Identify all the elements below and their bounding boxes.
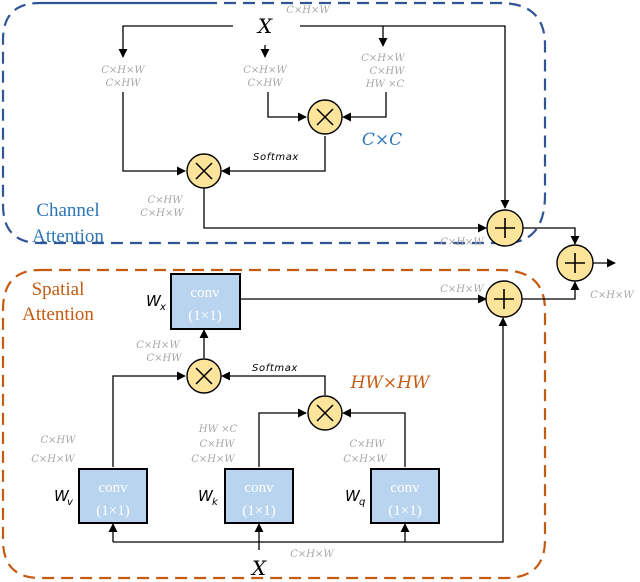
spatial-mult-node bbox=[186, 358, 222, 394]
channel-softmax-label: Softmax bbox=[253, 152, 299, 163]
wv-label: W bbox=[54, 487, 70, 505]
dim-label: C×HW bbox=[369, 66, 405, 77]
dim-label: C×HW bbox=[40, 435, 76, 446]
fusion-sum-node bbox=[556, 244, 594, 282]
wk-label: W bbox=[198, 487, 214, 505]
svg-text:conv: conv bbox=[244, 480, 274, 496]
channel-mult-node bbox=[186, 153, 222, 189]
dim-label: C×HW bbox=[247, 78, 283, 89]
channel-input-dim: C×H×W bbox=[286, 5, 330, 16]
spatial-attention-border bbox=[1, 268, 547, 580]
spatial-sum-node bbox=[485, 280, 523, 318]
conv-wv-block: conv (1×1) bbox=[78, 468, 148, 524]
channel-attention-border bbox=[1, 1, 547, 245]
dim-label: C×HW bbox=[147, 195, 183, 206]
spatial-softmax-label: Softmax bbox=[252, 363, 298, 374]
conv-wq-block: conv (1×1) bbox=[370, 468, 440, 524]
dim-label: C×H×W bbox=[440, 284, 484, 295]
spatial-matmul-node bbox=[307, 395, 343, 431]
spatial-attention-dim: HW×HW bbox=[350, 373, 431, 393]
channel-input-x: X bbox=[256, 14, 273, 38]
svg-text:(1×1): (1×1) bbox=[188, 308, 221, 324]
svg-text:conv: conv bbox=[98, 480, 128, 496]
channel-attention-label: Channel bbox=[36, 200, 99, 221]
dim-label: C×H×W bbox=[31, 454, 75, 465]
conv-wx-block: conv (1×1) bbox=[170, 273, 241, 330]
wv-subscript: v bbox=[67, 497, 74, 508]
dim-label: C×H×W bbox=[243, 65, 287, 76]
svg-text:(1×1): (1×1) bbox=[96, 503, 129, 519]
channel-attention-dim: C×C bbox=[362, 130, 402, 150]
channel-sum-node bbox=[486, 209, 524, 247]
spatial-input-dim: C×H×W bbox=[290, 549, 334, 560]
channel-matmul-node bbox=[307, 99, 343, 135]
svg-text:(1×1): (1×1) bbox=[388, 503, 421, 519]
wx-subscript: x bbox=[159, 302, 166, 313]
dim-label: C×HW bbox=[349, 439, 385, 450]
dim-label: C×H×W bbox=[343, 454, 387, 465]
spatial-attention-label-2: Attention bbox=[22, 304, 94, 325]
dim-label: C×HW bbox=[199, 439, 235, 450]
dim-label: C×H×W bbox=[101, 65, 145, 76]
dim-label: C×H×W bbox=[361, 53, 405, 64]
svg-text:conv: conv bbox=[190, 285, 220, 301]
spatial-input-x: X bbox=[250, 556, 267, 580]
dim-label: C×H×W bbox=[191, 454, 235, 465]
dim-label: HW ×C bbox=[365, 79, 405, 90]
dim-label: C×HW bbox=[146, 353, 182, 364]
wq-label: W bbox=[345, 487, 361, 505]
channel-attention-label-2: Attention bbox=[32, 226, 104, 247]
dim-label: HW ×C bbox=[198, 424, 238, 435]
dim-label: C×H×W bbox=[140, 208, 184, 219]
wk-subscript: k bbox=[212, 497, 219, 508]
spatial-attention-label: Spatial bbox=[32, 279, 85, 300]
conv-wk-block: conv (1×1) bbox=[224, 468, 294, 524]
dim-label: C×H×W bbox=[136, 340, 180, 351]
wx-label: W bbox=[146, 292, 162, 310]
output-dim: C×H×W bbox=[590, 290, 634, 301]
svg-text:(1×1): (1×1) bbox=[242, 503, 275, 519]
svg-text:conv: conv bbox=[390, 480, 420, 496]
wq-subscript: q bbox=[359, 497, 365, 508]
dim-label: C×H×W bbox=[440, 237, 484, 248]
dim-label: C×HW bbox=[105, 78, 141, 89]
